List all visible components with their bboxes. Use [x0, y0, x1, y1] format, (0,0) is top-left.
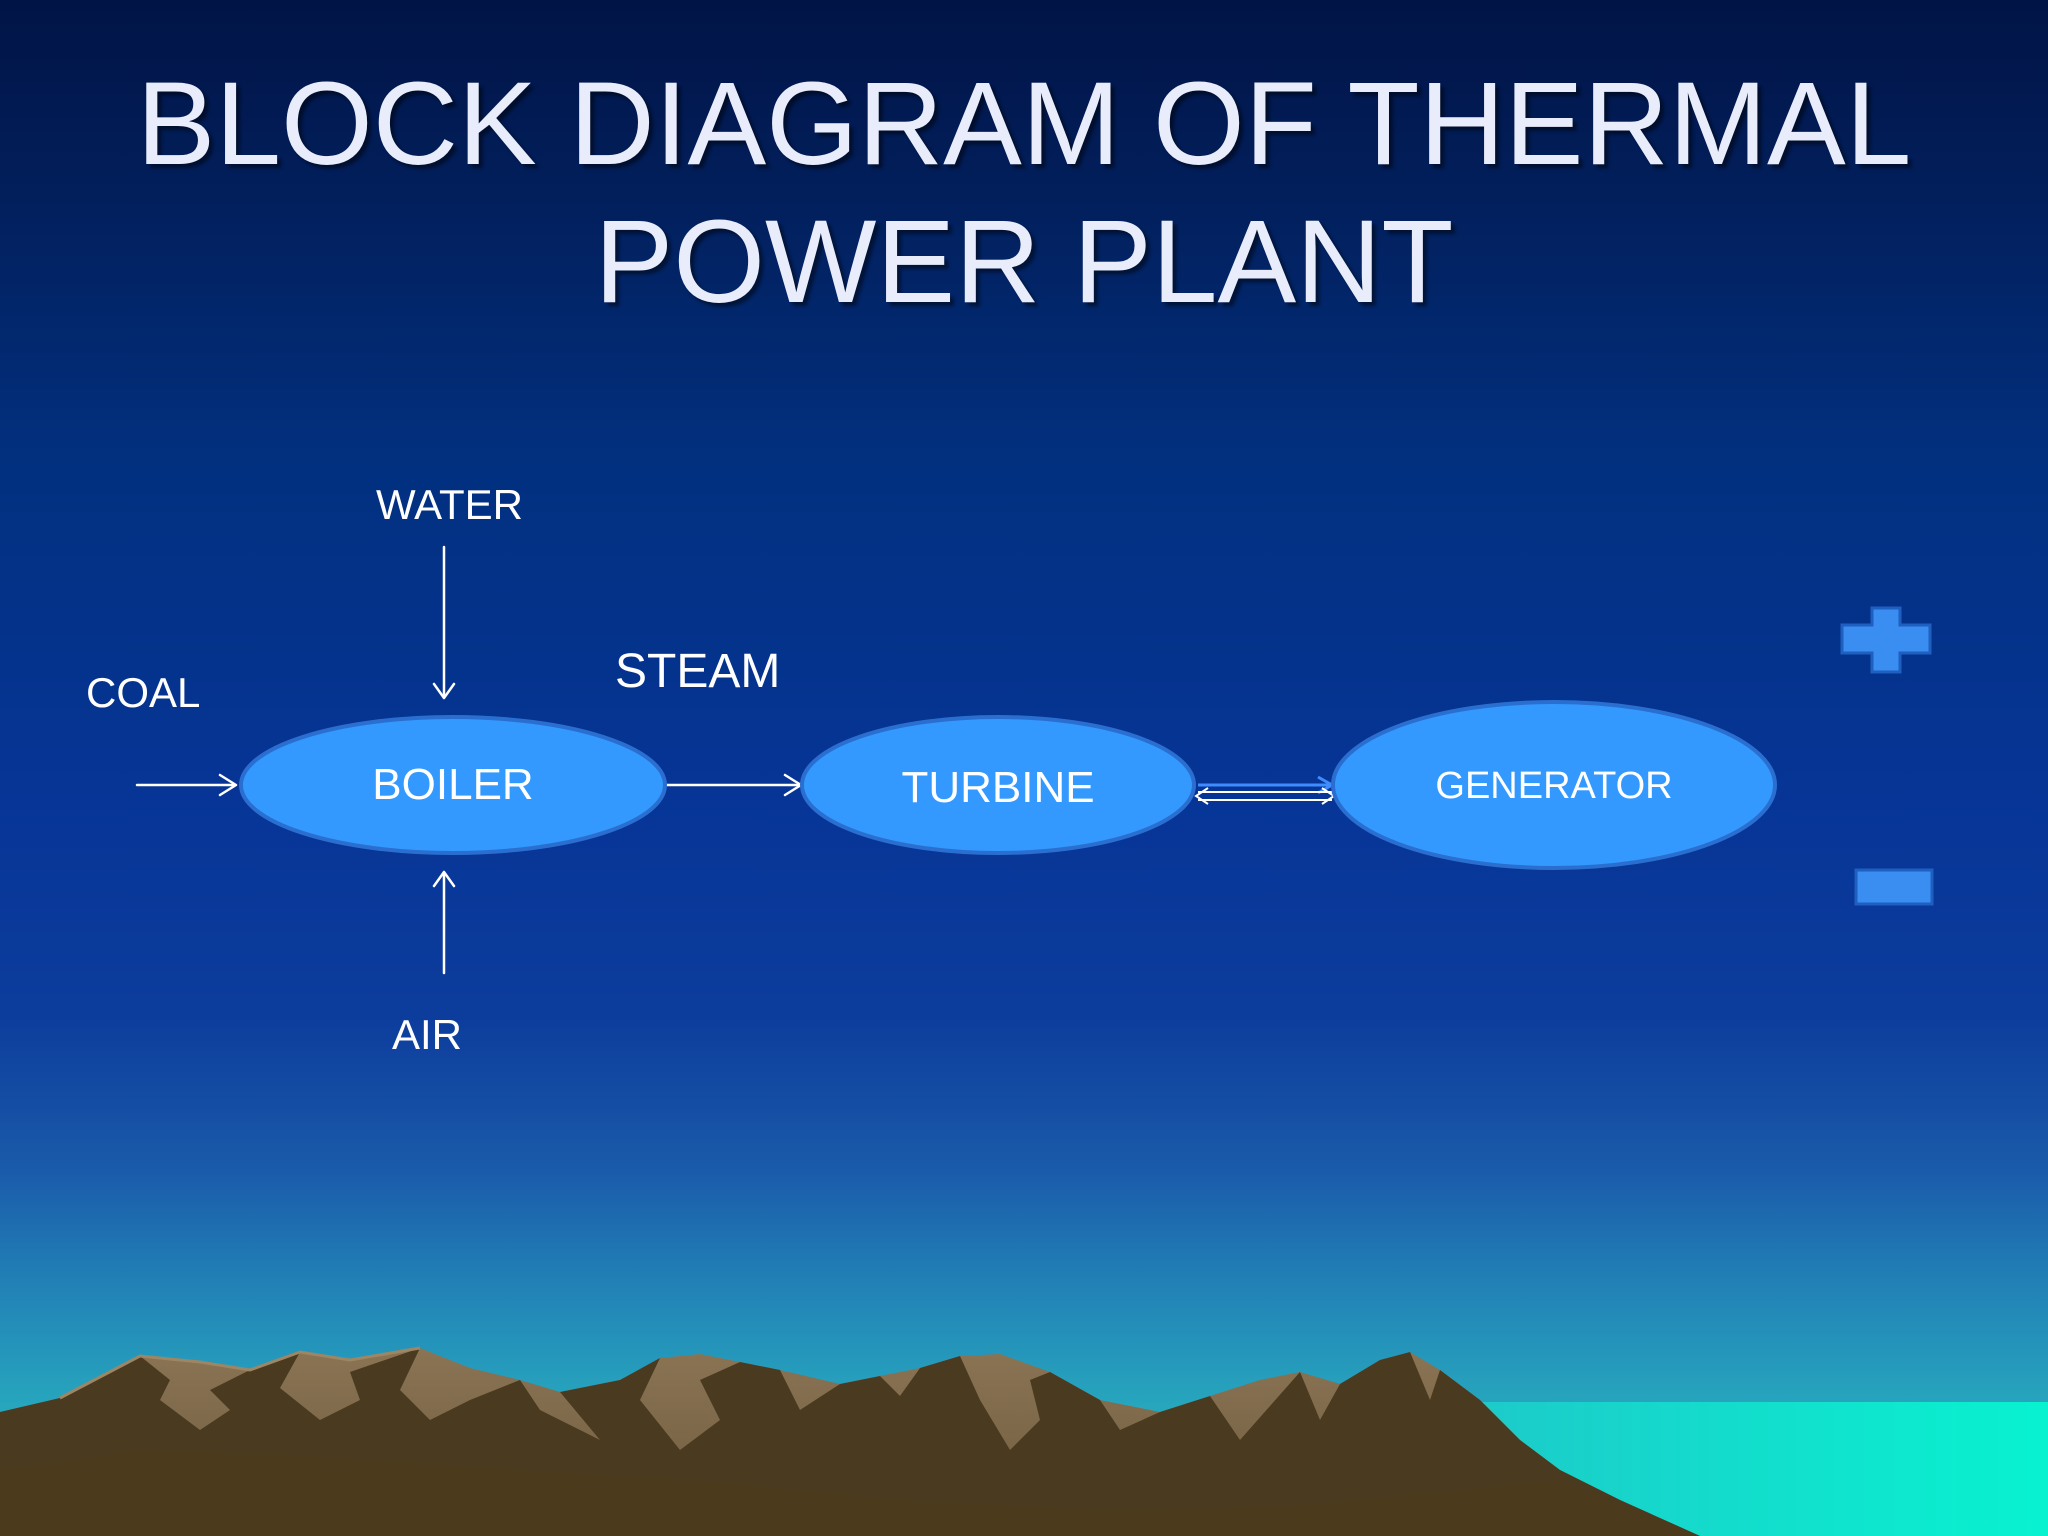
mountain-foreground	[0, 1450, 1700, 1536]
generator-node	[1331, 700, 1777, 870]
air-label: AIR	[392, 1011, 463, 1058]
plus-icon	[1840, 606, 1932, 674]
slide-title: BLOCK DIAGRAM OF THERMAL POWER PLANT	[0, 55, 2048, 331]
minus-icon	[1854, 868, 1934, 906]
turbine-generator-link	[1194, 775, 1336, 805]
coal-arrow	[135, 773, 238, 797]
turbine-node	[800, 715, 1196, 855]
air-arrow	[432, 870, 456, 975]
turbine-label: TURBINE	[901, 763, 1095, 812]
boiler-label: BOILER	[372, 760, 534, 809]
mountain-shadow	[0, 1348, 1700, 1536]
water-arrow	[432, 545, 456, 700]
title-line-2: POWER PLANT	[594, 196, 1454, 328]
steam-arrow	[665, 773, 803, 797]
title-line-1: BLOCK DIAGRAM OF THERMAL	[136, 58, 1912, 190]
steam-label: STEAM	[615, 645, 781, 698]
generator-label: GENERATOR	[1435, 765, 1673, 807]
coal-label: COAL	[86, 669, 201, 716]
mountain-ridge-highlight	[59, 1346, 421, 1400]
boiler-node	[239, 715, 667, 855]
water-label: WATER	[376, 481, 523, 528]
